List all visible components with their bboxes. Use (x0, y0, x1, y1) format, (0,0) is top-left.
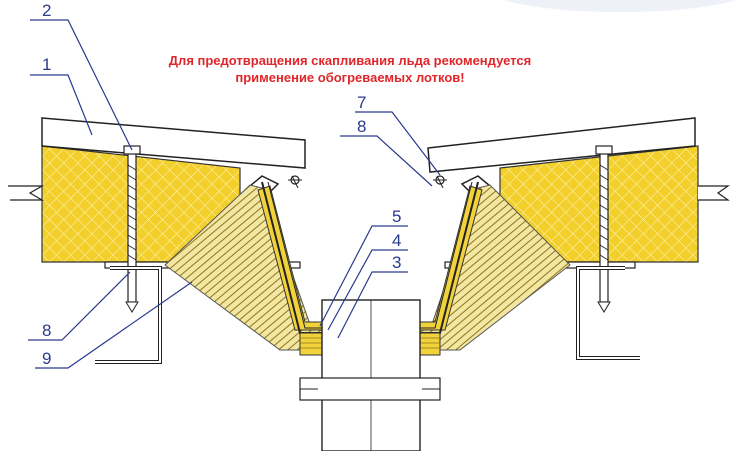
leader-8-left (28, 271, 131, 341)
left-flashing (249, 175, 280, 197)
warning-note: Для предотвращения скапливания льда реко… (130, 52, 570, 86)
right-flashing (460, 175, 491, 197)
leader-3 (337, 271, 408, 339)
leader-7 (355, 111, 441, 176)
leader-2 (30, 19, 133, 151)
glare (504, 0, 736, 12)
leader-5 (319, 225, 408, 327)
leader-4 (327, 249, 408, 331)
leader-lines (28, 19, 441, 369)
callout-2: 2 (42, 1, 51, 20)
leader-1 (30, 74, 93, 136)
callout-1: 1 (42, 55, 51, 74)
leader-9 (35, 281, 193, 369)
callout-8-left: 8 (42, 321, 51, 340)
leader-8-right (340, 135, 433, 187)
downpipe (299, 299, 441, 452)
left-bolt (127, 151, 137, 303)
right-purlin (576, 266, 640, 360)
warning-note-line-2: применение обогреваемых лотков! (235, 70, 465, 85)
callout-4: 4 (392, 231, 401, 250)
right-break-mark (698, 185, 730, 201)
callout-9: 9 (42, 349, 51, 368)
callout-3: 3 (392, 253, 401, 272)
callout-5: 5 (392, 207, 401, 226)
callout-8-right: 8 (357, 117, 366, 136)
right-bolt (599, 151, 609, 303)
left-break-mark (8, 185, 45, 201)
left-roof-sheet (41, 117, 306, 169)
right-roof-sheet (427, 117, 696, 173)
callout-7: 7 (357, 93, 366, 112)
warning-note-line-1: Для предотвращения скапливания льда реко… (168, 53, 532, 68)
